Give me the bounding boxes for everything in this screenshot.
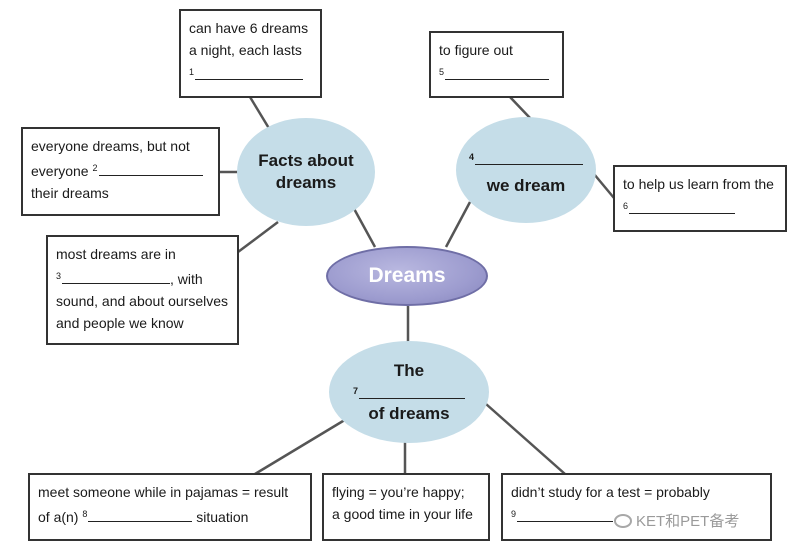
note-text: everyone	[31, 163, 89, 179]
note-everyone: everyone dreams, but not everyone 2 thei…	[21, 127, 220, 216]
blank-number: 6	[623, 201, 629, 211]
note-most-dreams: most dreams are in 3 , with sound, and ab…	[46, 235, 239, 345]
note-text: most dreams are in	[56, 246, 176, 262]
answer-blank[interactable]	[359, 384, 465, 399]
note-text: to figure out	[439, 42, 513, 58]
note-text: a good time in your life	[332, 506, 473, 522]
note-text: of a(n)	[38, 509, 79, 525]
connector-why-box5	[509, 96, 531, 119]
answer-blank[interactable]	[98, 161, 203, 176]
connector-facts-box1	[248, 96, 272, 131]
note-text: sound, and about ourselves	[56, 293, 229, 309]
blank-number: 3	[56, 271, 62, 281]
connector-facts-box3	[237, 221, 279, 253]
connector-meaning-box8	[254, 416, 349, 476]
bubble-text: Facts about	[258, 151, 354, 170]
answer-blank[interactable]	[195, 65, 304, 80]
blank-line-8: of a(n) 8 situation	[38, 503, 302, 528]
bubble-text: of dreams	[368, 403, 450, 423]
note-text: and people we know	[56, 315, 184, 331]
bubble-text: The	[393, 360, 425, 380]
note-text: their dreams	[31, 185, 109, 201]
watermark: KET和PET备考	[614, 510, 739, 531]
answer-blank[interactable]	[475, 150, 583, 165]
connector-center-why	[444, 201, 472, 248]
note-flying: flying = you’re happy; a good time in yo…	[322, 473, 490, 541]
bubble-text: we dream	[486, 175, 566, 195]
center-node-dreams: Dreams	[326, 246, 488, 306]
note-text: a night, each lasts	[189, 42, 302, 58]
watermark-text: KET和PET备考	[636, 513, 740, 530]
blank-number: 9	[511, 509, 517, 519]
note-text: , with	[170, 271, 203, 287]
blank-number: 5	[439, 67, 445, 77]
note-text: meet someone while in pajamas = result	[38, 484, 289, 500]
note-text: flying = you’re happy;	[332, 484, 465, 500]
answer-blank[interactable]	[62, 269, 171, 284]
answer-blank[interactable]	[517, 507, 614, 522]
blank-number: 8	[82, 509, 88, 519]
blank-number: 4	[468, 151, 474, 162]
blank-number: 7	[352, 385, 358, 396]
blank-line-6: 6	[623, 195, 777, 220]
answer-blank[interactable]	[445, 65, 550, 80]
answer-blank[interactable]	[629, 199, 736, 214]
note-six-dreams: can have 6 dreams a night, each lasts 1	[179, 9, 322, 98]
blank-line-2: everyone 2	[31, 157, 210, 182]
connector-meaning-box9	[485, 403, 566, 475]
blank-line-1: 1	[189, 61, 312, 86]
answer-blank[interactable]	[88, 507, 193, 522]
wechat-icon	[614, 513, 632, 528]
blank-line-5: 5	[439, 61, 554, 86]
bubble-text: dreams	[275, 173, 337, 192]
note-learn: to help us learn from the 6	[613, 165, 787, 232]
center-label: Dreams	[368, 264, 446, 287]
blank-number: 2	[92, 163, 98, 173]
bubble-facts-about-dreams: Facts about dreams	[237, 118, 375, 226]
blank-line-3: 3 , with	[56, 265, 229, 290]
note-text: can have 6 dreams	[189, 20, 309, 36]
note-text: situation	[196, 509, 249, 525]
note-text: didn’t study for a test = probably	[511, 484, 710, 500]
note-text: everyone dreams, but not	[31, 138, 190, 154]
note-test: didn’t study for a test = probably 9	[501, 473, 772, 541]
blank-number: 1	[189, 67, 195, 77]
note-text: to help us learn from the	[623, 176, 774, 192]
note-figure-out: to figure out 5	[429, 31, 564, 98]
blank-line-9: 9	[511, 503, 762, 528]
connector-why-box6	[593, 173, 615, 199]
bubble-why-we-dream: 4 we dream	[456, 117, 596, 223]
blank-line-4: 4	[469, 148, 583, 169]
connector-center-facts	[350, 204, 377, 248]
note-pajamas: meet someone while in pajamas = result o…	[28, 473, 312, 541]
bubble-meaning-of-dreams: The 7 of dreams	[329, 341, 489, 443]
blank-line-7: 7	[353, 382, 465, 403]
